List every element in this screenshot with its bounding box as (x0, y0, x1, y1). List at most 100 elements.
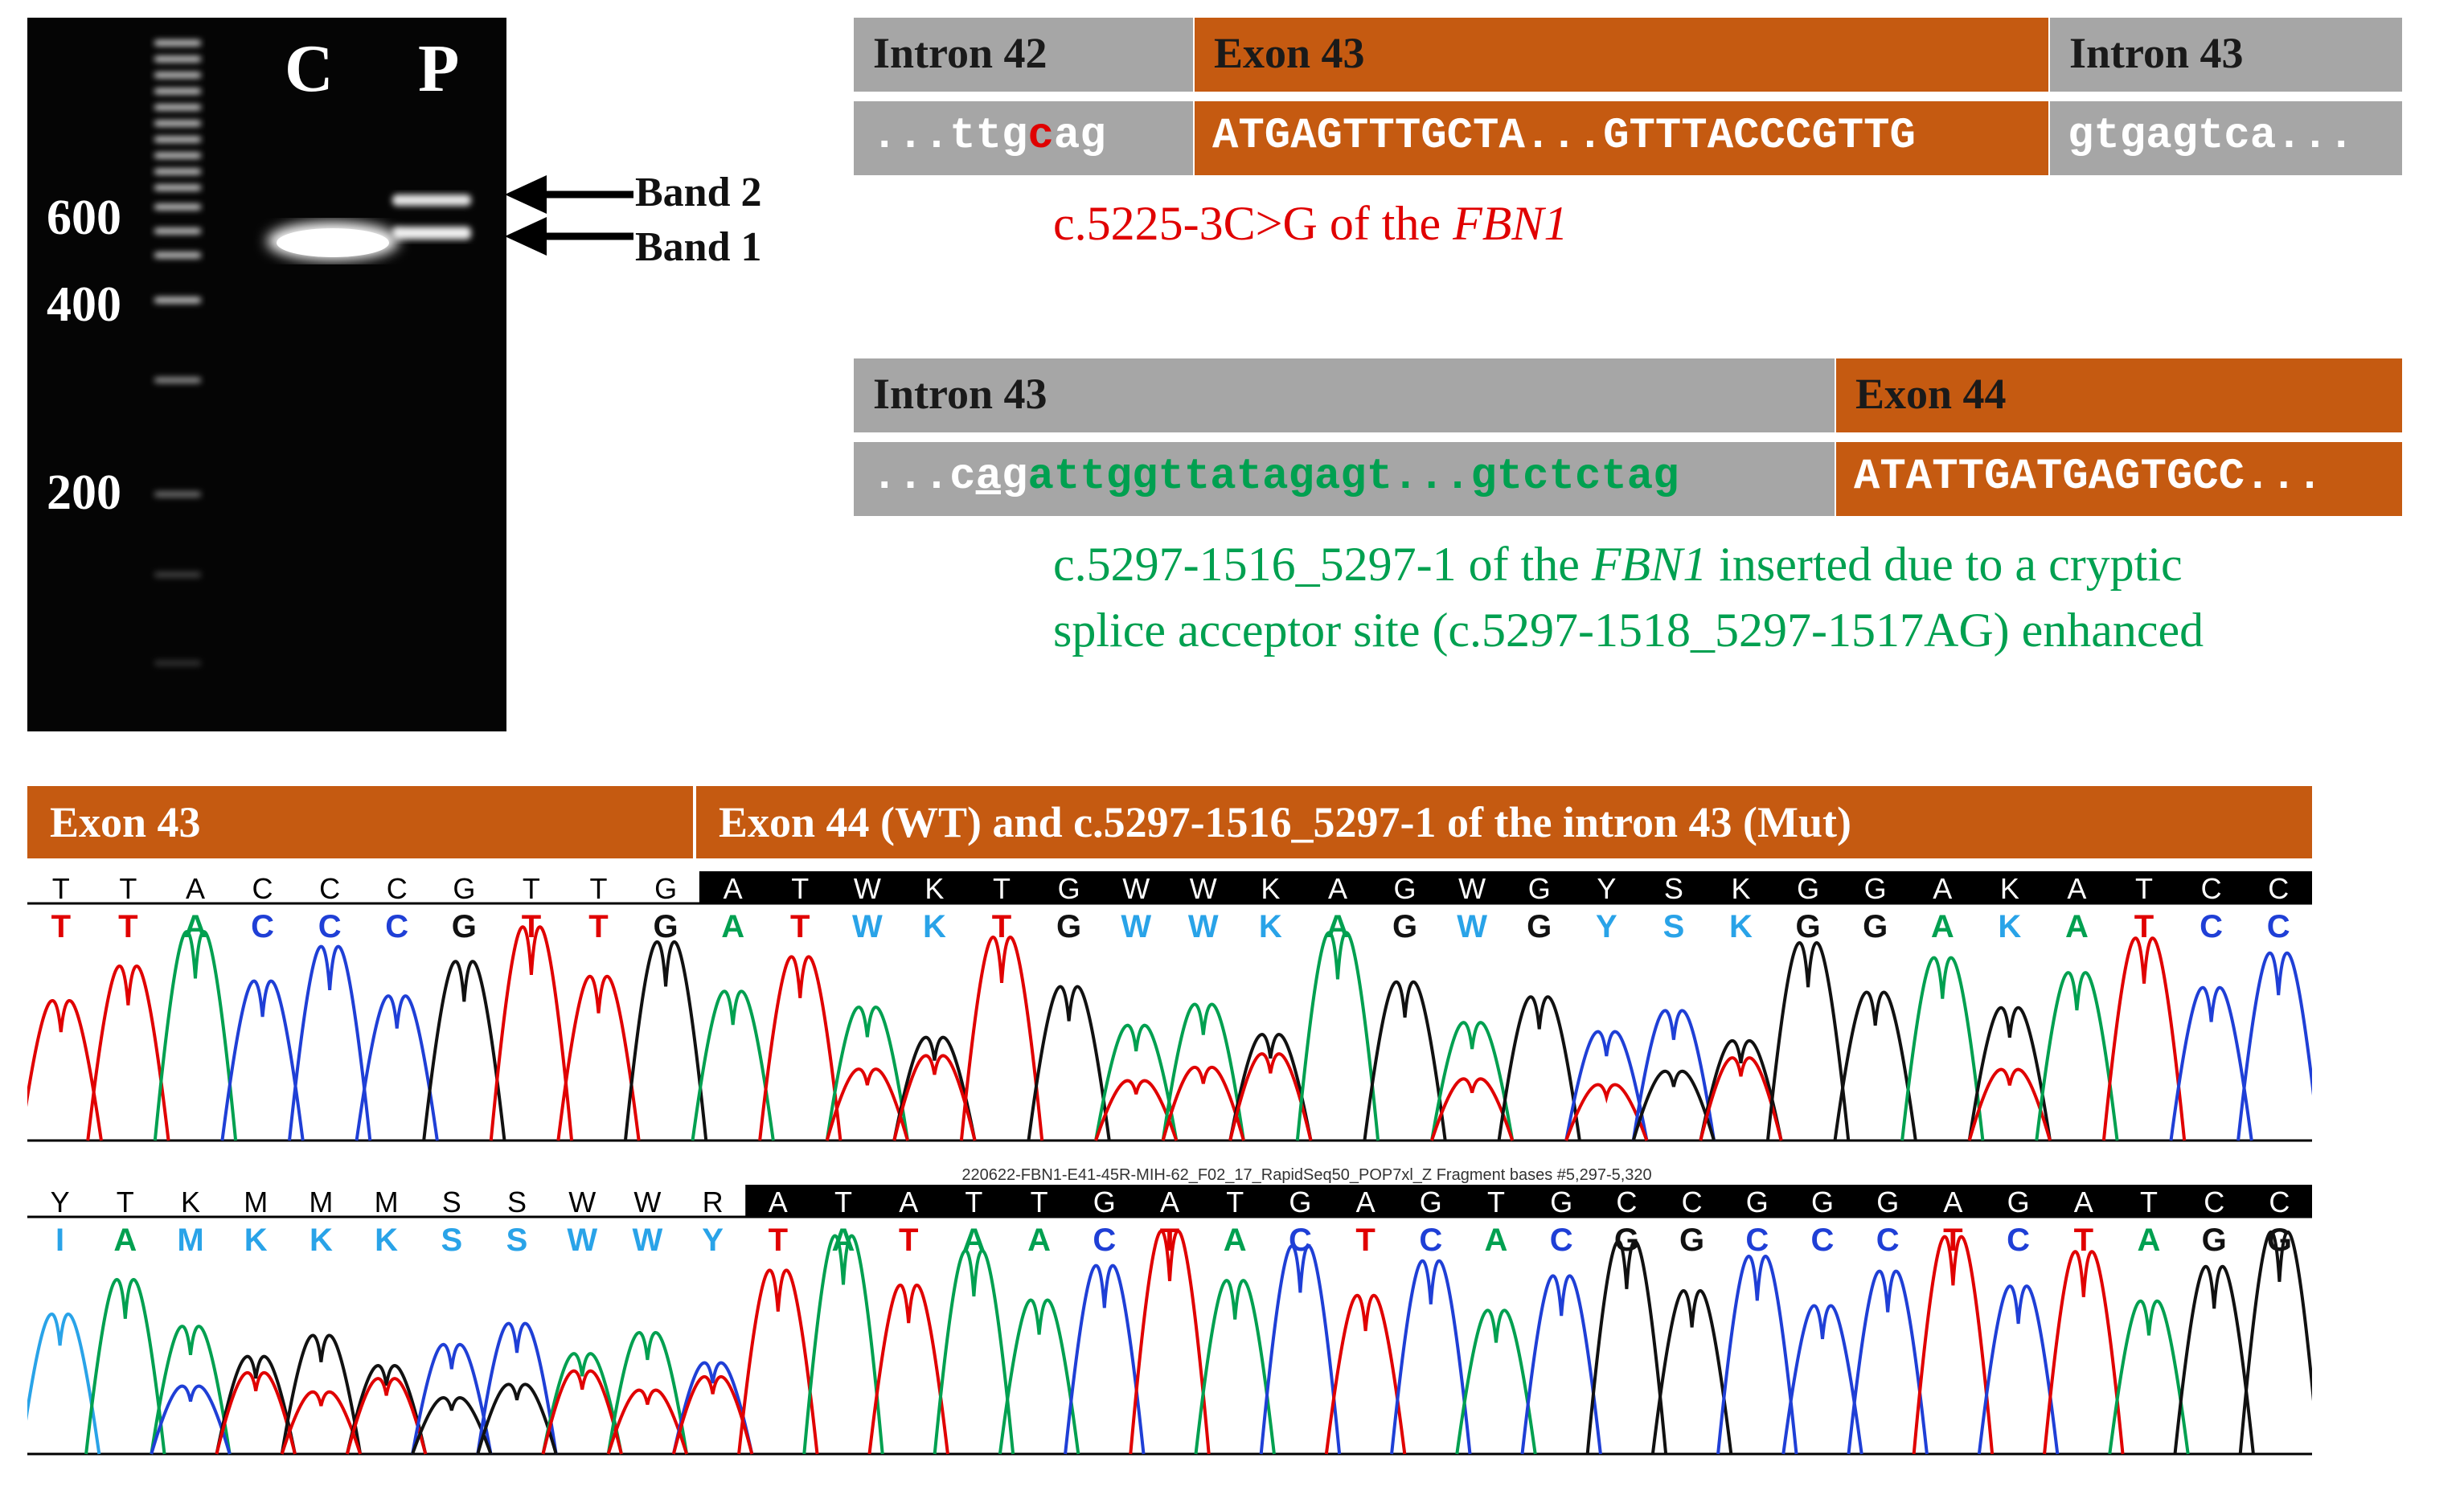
trace-peak (215, 1354, 297, 1455)
ref-base: C (1616, 1186, 1637, 1218)
ref-base: M (375, 1186, 399, 1218)
cryptic-ag-site: ag (975, 453, 1028, 502)
exon43-sequence: ATGAGTTTGCTA...GTTTACCCGTTG (1195, 101, 2048, 175)
intron42-sequence: ...ttgcag (854, 101, 1193, 175)
ref-base: G (654, 872, 677, 905)
trace-peak (1430, 1077, 1515, 1141)
trace-peak (671, 1361, 754, 1455)
seq-part: ag (1053, 112, 1106, 161)
trace-peak (411, 1396, 493, 1455)
ref-base: T (1031, 1186, 1048, 1218)
called-base: A (1027, 1223, 1051, 1258)
trace-peak (345, 1364, 428, 1455)
trace-peak (150, 1325, 232, 1455)
lane-label-control: C (285, 31, 334, 106)
trace-peak (1585, 1239, 1668, 1455)
trace-peak (802, 1234, 884, 1455)
ref-base: G (1289, 1186, 1311, 1218)
ref-base: G (1420, 1186, 1442, 1218)
trace-peak (825, 1005, 909, 1141)
called-base: C (1093, 1223, 1116, 1258)
called-base: G (1796, 909, 1821, 944)
called-base: A (113, 1223, 137, 1258)
called-base: K (923, 909, 946, 944)
ref-base: W (633, 1186, 661, 1218)
ref-base: T (791, 872, 809, 905)
band-arrows (505, 175, 633, 256)
ref-base: G (1550, 1186, 1572, 1218)
trace-peak (606, 1331, 689, 1455)
trace-peak (86, 965, 170, 1141)
trace-peak (1129, 1229, 1211, 1455)
trace-peak (606, 1388, 689, 1455)
called-base: C (2007, 1223, 2030, 1258)
called-base: G (1863, 909, 1888, 944)
trace-peak (2043, 1250, 2125, 1455)
ref-base: T (2135, 872, 2153, 905)
trace-peak (1564, 1030, 1649, 1141)
called-base: T (899, 1223, 918, 1258)
ref-base: S (442, 1186, 461, 1218)
arrow-left-icon (505, 217, 633, 256)
caption-text: of the (1329, 197, 1441, 250)
called-base: G (452, 909, 477, 944)
ref-highlight-box (699, 871, 2312, 903)
called-base: C (318, 909, 342, 944)
chromatogram-header-exon43: Exon 43 (27, 786, 693, 858)
trace-peak (2108, 1299, 2190, 1455)
ref-base: K (925, 872, 944, 905)
called-base: K (1259, 909, 1282, 944)
trace-peak (27, 1313, 101, 1455)
trace-peak (1631, 1069, 1716, 1141)
trace-peak (691, 989, 775, 1141)
ref-base: W (1122, 872, 1150, 905)
ref-base: C (1682, 1186, 1703, 1218)
ref-base: A (1933, 872, 1952, 905)
trace-peak (1027, 985, 1111, 1141)
called-base: C (1289, 1223, 1312, 1258)
ref-base: C (319, 872, 340, 905)
ref-base: A (2067, 872, 2086, 905)
trace-peak (541, 1369, 623, 1455)
trace-peak (280, 1390, 363, 1455)
intron43-sequence: gtgagtca... (2050, 101, 2402, 175)
trace-peak (758, 955, 843, 1141)
called-base: G (654, 909, 679, 944)
ref-base: A (1160, 1186, 1179, 1218)
called-base: T (1355, 1223, 1375, 1258)
called-base: T (790, 909, 810, 944)
variant-caption-1: c.5225-3C>G of the FBN1 (1053, 199, 1568, 248)
trace-peak (1967, 1067, 2052, 1141)
called-base: K (310, 1223, 333, 1258)
ref-base: C (2269, 1186, 2290, 1218)
ref-base: G (1093, 1186, 1116, 1218)
ref-base: R (703, 1186, 724, 1218)
intron43-header: Intron 43 (2050, 18, 2402, 92)
trace-peak (476, 1382, 558, 1455)
called-base: G (1527, 909, 1552, 944)
ref-base: G (1876, 1186, 1899, 1218)
trace-peak (1967, 1006, 2052, 1141)
trace-peak (1161, 1065, 1245, 1141)
trace-peak (541, 1352, 623, 1455)
trace-peak (867, 1284, 949, 1455)
agarose-gel: C P 600 400 200 (27, 18, 506, 731)
chromatogram-header-exon44: Exon 44 (WT) and c.5297-1516_5297-1 of t… (696, 786, 2312, 858)
ref-base: T (117, 1186, 134, 1218)
trace-peak (1631, 1009, 1716, 1141)
called-base: S (441, 1223, 462, 1258)
ref-base: W (854, 872, 881, 905)
control-lane-band (267, 222, 399, 260)
called-base: A (962, 1223, 986, 1258)
trace-peak (422, 960, 506, 1141)
intron43-insert-sequence: ...cagattggttatagagt...gtctctag (854, 442, 1835, 516)
trace-peak (1430, 1021, 1515, 1141)
trace-peak (892, 1035, 977, 1141)
ref-base: A (899, 1186, 918, 1218)
variant-caption-2-line-1: c.5297-1516_5297-1 of the FBN1 inserted … (1053, 540, 2183, 588)
trace-peak (1564, 1083, 1649, 1141)
trace-peak (959, 936, 1044, 1141)
called-base: G (1056, 909, 1081, 944)
trace-peak (220, 979, 305, 1141)
